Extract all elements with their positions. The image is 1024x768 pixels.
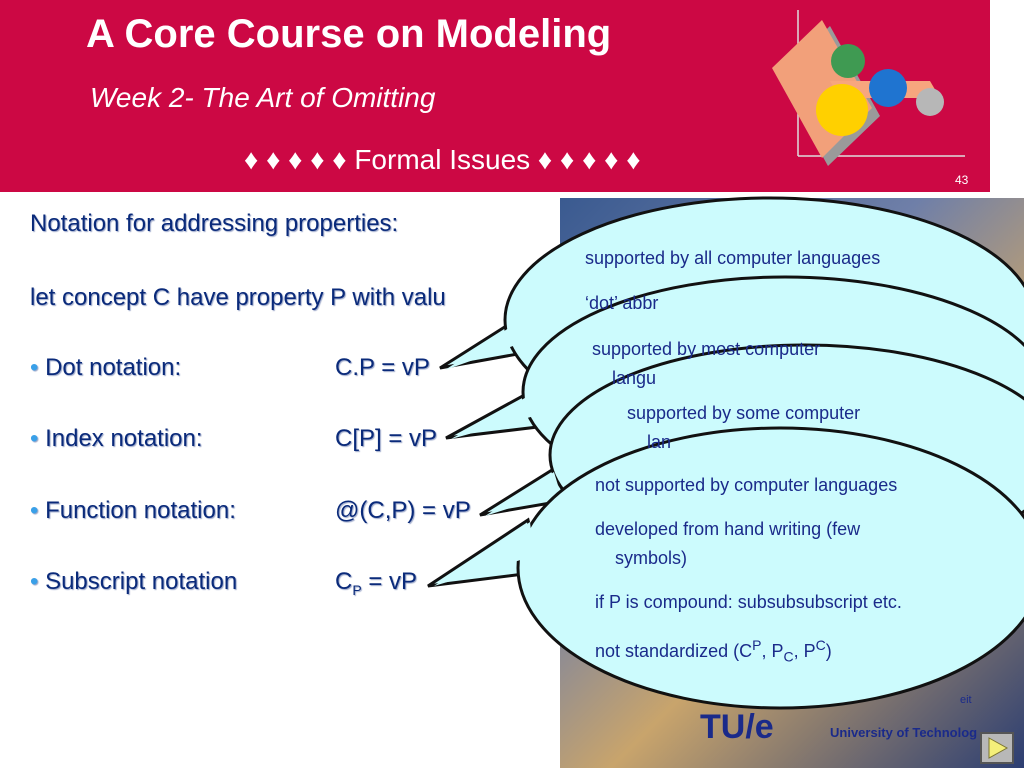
play-triangle-icon <box>988 737 1009 759</box>
line4-prefix: not standardized (C <box>595 641 753 661</box>
header-corner <box>990 0 1024 192</box>
next-slide-button[interactable] <box>980 732 1014 764</box>
bullet-icon: • <box>30 497 39 524</box>
bullet-icon: • <box>30 425 39 452</box>
bubble-subscript-line3: if P is compound: subsubsubscript etc. <box>595 592 902 612</box>
bubble-dot-line1: supported by all computer languages <box>585 248 881 268</box>
line4-sub1: C <box>783 648 794 665</box>
formula-subscript-p: P <box>352 581 362 598</box>
line4-sup2: C <box>815 637 826 653</box>
notation-heading: Notation for addressing properties: <box>30 210 399 237</box>
slide-subtitle: Week 2- The Art of Omitting <box>90 82 436 113</box>
item-label: Subscript notation <box>45 568 238 595</box>
bubble-index-line1: supported by most computer <box>592 339 821 359</box>
slide-title: A Core Course on Modeling <box>86 12 612 56</box>
formula-subscript: CP = vP <box>335 568 417 598</box>
bullet-icon: • <box>30 568 39 595</box>
course-logo-graphic <box>772 10 965 166</box>
bubble-subscript-line2b: symbols) <box>615 548 688 568</box>
item-label: Dot notation: <box>45 354 182 381</box>
bubble-index-line2: langu <box>612 368 657 388</box>
intro-line: let concept C have property P with valu <box>30 284 446 311</box>
bubble-subscript <box>427 426 1024 710</box>
line4-mid1: , P <box>761 641 784 661</box>
line4-suffix: ) <box>825 641 832 661</box>
department-label: eit <box>960 694 972 706</box>
line4-sup1: P <box>752 637 762 653</box>
formula-base: C <box>335 568 353 595</box>
item-label: Index notation: <box>45 425 203 452</box>
item-label: Function notation: <box>45 497 236 524</box>
bubble-function-line1: supported by some computer <box>627 403 861 423</box>
formula-function: @(C,P) = vP <box>335 497 471 524</box>
formula-index: C[P] = vP <box>335 425 438 452</box>
formula-dot: C.P = vP <box>335 354 430 381</box>
bubble-subscript-line4: not standardized (CP, PC, PC) <box>595 634 832 668</box>
bubble-subscript-line2a: developed from hand writing (few <box>595 519 861 539</box>
line4-mid2: , P <box>793 641 816 661</box>
bullet-function: • Function notation: <box>30 497 236 525</box>
bubble-function-line2: lan <box>647 432 672 452</box>
bubble-subscript-line1: not supported by computer languages <box>595 475 898 495</box>
bubble-dot-line2: ‘dot’ abbr <box>585 293 659 313</box>
page-number: 43 <box>955 173 969 187</box>
bullet-dot: • Dot notation: <box>30 354 181 382</box>
bullet-subscript: • Subscript notation <box>30 568 237 596</box>
formula-rest: = vP <box>361 568 418 595</box>
section-title: ♦ ♦ ♦ ♦ ♦ Formal Issues ♦ ♦ ♦ ♦ ♦ <box>244 144 641 175</box>
bullet-icon: • <box>30 354 39 381</box>
university-name: University of Technolog <box>830 725 978 740</box>
tue-logo: TU/e <box>700 708 774 746</box>
bullet-index: • Index notation: <box>30 425 203 453</box>
